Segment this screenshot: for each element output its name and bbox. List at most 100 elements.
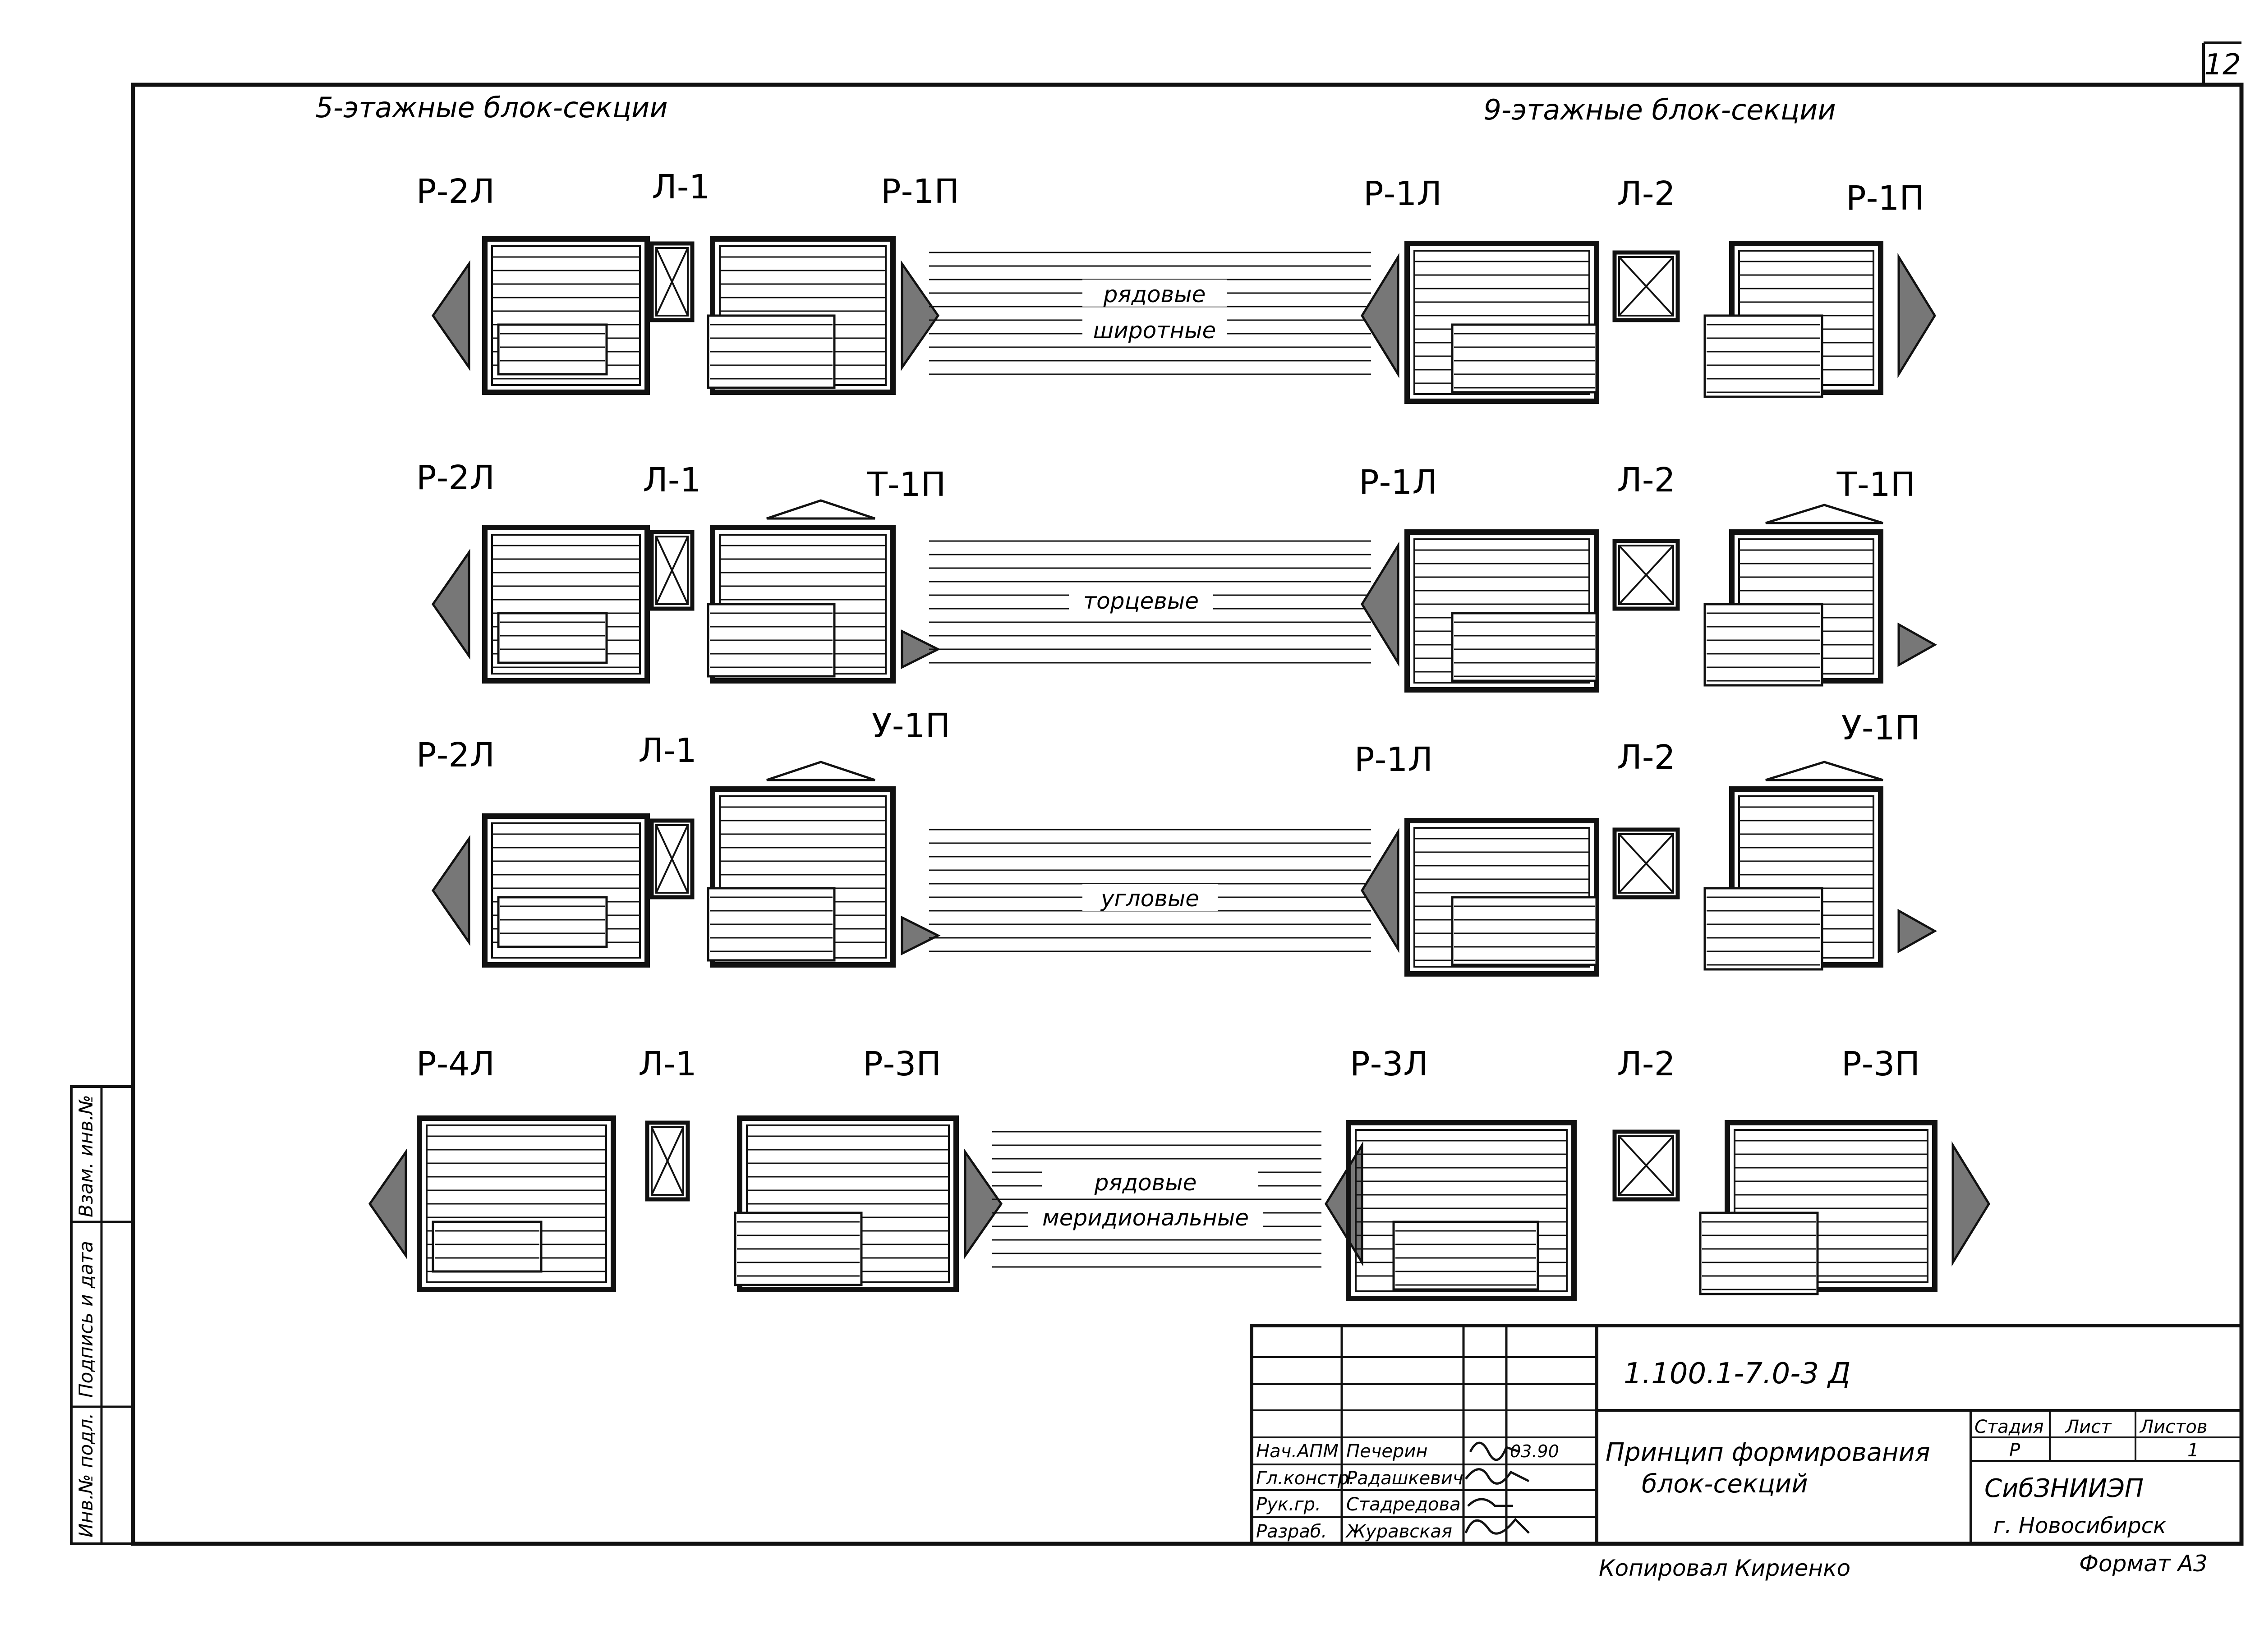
- end-marker-triangle: [1765, 761, 1883, 781]
- section-label: Л-1: [638, 731, 696, 770]
- caption-row-1-b: широтные: [1093, 317, 1216, 344]
- caption-row-1-a: рядовые: [1103, 281, 1206, 307]
- stair-cell-inner: [1618, 256, 1674, 317]
- section-label: Р-2Л: [416, 172, 495, 211]
- section-label: Л-2: [1617, 738, 1675, 777]
- section-wing: [497, 323, 608, 376]
- section-outline: [1404, 241, 1599, 404]
- orientation-arrow-right: [1897, 253, 1936, 378]
- sheets-value: 1: [2187, 1440, 2199, 1461]
- signatures: [1464, 1441, 1530, 1535]
- orientation-arrow-right: [901, 915, 941, 956]
- stage-value: Р: [2009, 1440, 2020, 1461]
- section-label: У-1П: [872, 707, 951, 745]
- stair-cell-inner: [651, 1126, 684, 1196]
- stair-cell-inner: [655, 536, 689, 605]
- caption-row-3: угловые: [1100, 886, 1199, 912]
- right-column-heading: 9-этажные блок-секции: [1483, 93, 1836, 126]
- stair-cross: [655, 825, 689, 893]
- section-outline: [1725, 1120, 1937, 1292]
- orientation-arrow-right: [1897, 909, 1937, 954]
- section-label: Л-2: [1617, 1045, 1675, 1083]
- copied-by: Копировал Кириенко: [1599, 1555, 1850, 1581]
- orientation-arrow-left: [431, 835, 470, 946]
- section-label: Р-1П: [1846, 179, 1924, 218]
- caption-row-4-b: меридиональные: [1042, 1205, 1249, 1231]
- section-label: Л-2: [1617, 461, 1675, 500]
- section-label: Р-1Л: [1354, 740, 1433, 779]
- block-section-plans: [368, 236, 1990, 1301]
- section-label: Т-1П: [867, 465, 946, 504]
- section-label: Р-4Л: [416, 1045, 495, 1083]
- section-wing: [1392, 1221, 1539, 1291]
- stair-cross: [655, 248, 689, 316]
- section-outline: [482, 525, 650, 684]
- section-label: Л-1: [643, 461, 701, 500]
- stage-header: Стадия: [1974, 1417, 2043, 1437]
- caption-row-4-a: рядовые: [1094, 1170, 1197, 1196]
- stair-cross: [1618, 256, 1674, 317]
- end-marker-triangle: [766, 761, 875, 781]
- section-label: Р-1П: [881, 172, 959, 211]
- section-label: Р-2Л: [416, 736, 495, 775]
- section-inner-wall: [1355, 1129, 1568, 1292]
- orientation-arrow-left: [431, 260, 470, 371]
- orientation-arrow-right: [901, 260, 940, 371]
- orientation-arrow-left: [368, 1148, 407, 1259]
- section-outline: [417, 1115, 616, 1292]
- sheets-header: Листов: [2139, 1417, 2207, 1437]
- sheet-number: 12: [2204, 48, 2241, 82]
- section-outline: [710, 786, 896, 968]
- side-stamp-replace: Взам. инв.№: [75, 1095, 97, 1217]
- paper-format: Формат А3: [2079, 1551, 2208, 1577]
- section-inner-wall: [1413, 538, 1590, 684]
- stair-cell-inner: [655, 824, 689, 894]
- section-label: Л-1: [652, 168, 710, 206]
- stair-cross: [1618, 1135, 1674, 1196]
- role-1: Нач.АПМ: [1256, 1441, 1339, 1462]
- section-label: Р-2Л: [416, 459, 495, 497]
- stair-cross: [1618, 545, 1674, 605]
- title-block-text: 1.100.1-7.0-3 Д Принцип формирования бло…: [1256, 1357, 2207, 1542]
- section-outline: [482, 236, 650, 395]
- section-label: Р-3Л: [1350, 1045, 1428, 1083]
- section-label: Р-3П: [863, 1045, 941, 1083]
- drawing-code: 1.100.1-7.0-3 Д: [1624, 1357, 1850, 1390]
- role-3: Рук.гр.: [1256, 1494, 1321, 1515]
- section-label: Р-1Л: [1359, 463, 1437, 502]
- row-1-labels: Р-2Л Л-1 Р-1П Р-1Л Л-2 Р-1П: [416, 168, 1924, 218]
- drawing-title-2: блок-секций: [1642, 1469, 1808, 1499]
- side-stamp: [71, 1087, 133, 1544]
- orientation-arrow-left: [431, 549, 470, 660]
- stair-cell-inner: [1618, 1135, 1674, 1196]
- name-4: Журавская: [1345, 1521, 1452, 1542]
- section-inner-wall: [491, 534, 641, 675]
- section-label: Л-1: [638, 1045, 696, 1083]
- section-inner-wall: [1734, 1129, 1928, 1283]
- stair-cell: [645, 1120, 690, 1202]
- section-inner-wall: [491, 245, 641, 386]
- caption-row-2: торцевые: [1083, 588, 1199, 614]
- section-wing: [1699, 1211, 1819, 1295]
- sheet-header: Лист: [2065, 1417, 2112, 1437]
- row-3-labels: Р-2Л Л-1 У-1П Р-1Л Л-2 У-1П: [416, 707, 1920, 779]
- name-3: Стадредова: [1346, 1494, 1461, 1515]
- side-stamp-sign: Подпись и дата: [75, 1241, 97, 1398]
- section-label: Р-3П: [1841, 1045, 1920, 1083]
- side-stamp-inv: Инв.№ подл.: [75, 1413, 97, 1537]
- row-captions: рядовые широтные торцевые угловые рядовы…: [1028, 280, 1263, 1231]
- section-wing: [497, 612, 608, 664]
- orientation-arrow-right: [901, 629, 941, 670]
- role-4: Разраб.: [1256, 1521, 1327, 1542]
- title-block: [1250, 1324, 2243, 1546]
- section-wing: [1703, 603, 1823, 687]
- section-wing: [1703, 887, 1823, 971]
- section-wing: [1451, 612, 1598, 682]
- section-inner-wall: [1413, 250, 1590, 395]
- stair-cell-inner: [1618, 833, 1674, 894]
- section-inner-wall: [426, 1124, 607, 1283]
- name-1: Печерин: [1346, 1441, 1427, 1462]
- stair-cell: [649, 530, 695, 611]
- section-wing: [497, 896, 608, 948]
